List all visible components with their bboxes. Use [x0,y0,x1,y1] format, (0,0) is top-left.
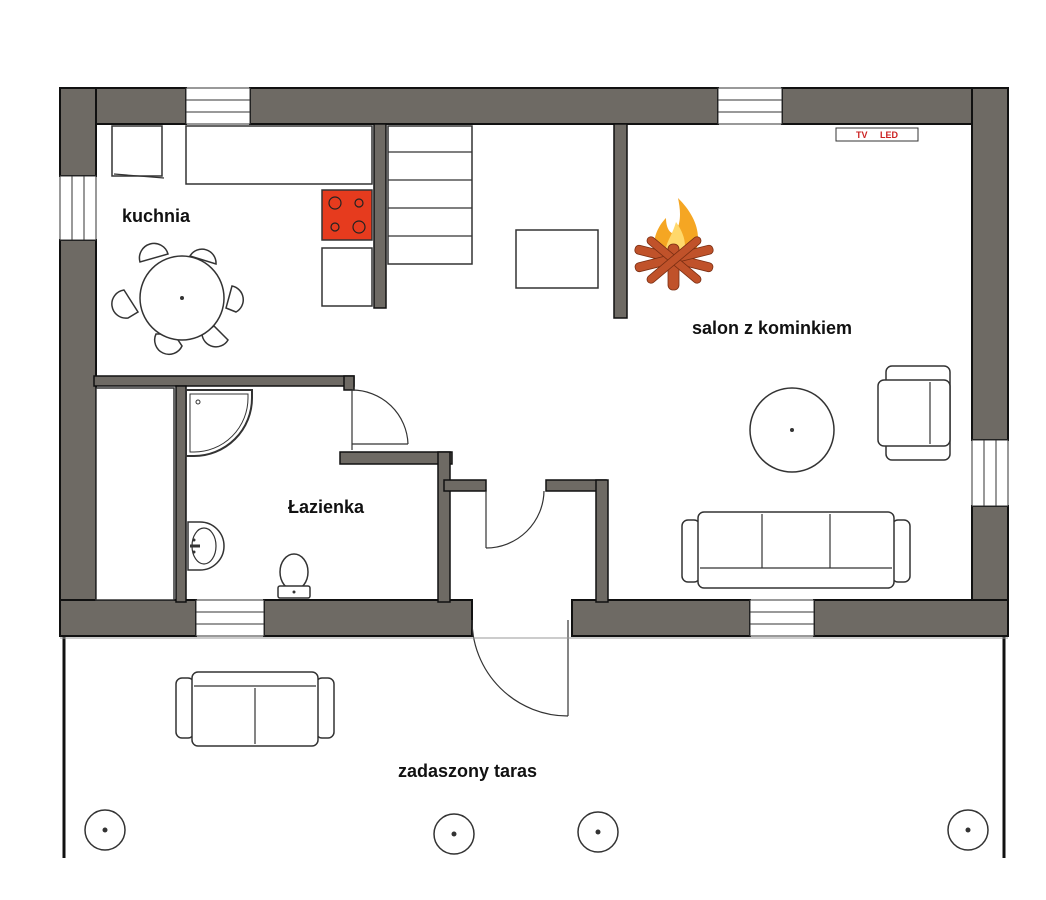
fridge [111,125,163,177]
wall-bath-left [175,385,187,603]
staircase [387,125,473,265]
sofa-icon [175,671,335,747]
side-table [515,229,599,289]
coffee-table-icon [749,387,835,473]
kitchen-cabinet [321,247,373,307]
windows [59,87,1009,637]
room-label-kitchen: kuchnia [122,206,191,226]
wall-top-right [781,87,1007,125]
wall-horizontal-kitchen [93,375,355,387]
wall-bottom-3 [571,599,751,637]
column-icon [577,811,619,853]
armchair-icon [877,365,951,461]
wall-left-lower [59,239,97,637]
wardrobe [95,387,175,601]
wall-top-mid [249,87,719,125]
door-icon [351,389,409,450]
led-label: LED [880,130,899,140]
dining-table-icon [111,242,244,356]
stove-icon [321,189,373,241]
wall-bottom-1 [59,599,197,637]
kitchen-counter [185,125,373,185]
sofa-icon [681,511,911,589]
window-icon [749,599,815,637]
window-icon [185,87,251,125]
column-icon [947,809,989,851]
room-label-terrace: zadaszony taras [398,761,537,781]
wall-bath-top-stub [343,375,355,391]
shower-icon [185,389,253,457]
fireplace-icon [634,198,714,291]
door-icon [471,619,569,717]
window-icon [971,439,1009,507]
tv-led: TV LED [835,127,919,142]
inner-walls [93,123,628,603]
wall-fireplace [613,123,628,319]
room-label-living-room: salon z kominkiem [692,318,852,338]
window-icon [195,599,265,637]
tv-label: TV [856,130,868,140]
wall-bath-right [437,451,451,603]
sink-icon [187,521,225,571]
outer-walls [59,87,1009,637]
column-icon [433,813,475,855]
wall-right-upper [971,87,1009,441]
wall-bath-mid [339,451,453,465]
kitchen-furniture [111,125,373,356]
wall-left-upper [59,87,97,177]
column-icon [84,809,126,851]
toilet-icon [277,553,311,599]
wall-hall-right [595,479,609,603]
wall-bottom-2 [263,599,473,637]
door-icon [485,490,545,549]
terrace [60,636,1008,858]
wall-bottom-4 [813,599,1009,637]
window-icon [59,175,97,241]
wall-hall-stub-left [443,479,487,492]
window-icon [717,87,783,125]
wall-stair-left [373,123,387,309]
room-label-bathroom: Łazienka [288,497,365,517]
